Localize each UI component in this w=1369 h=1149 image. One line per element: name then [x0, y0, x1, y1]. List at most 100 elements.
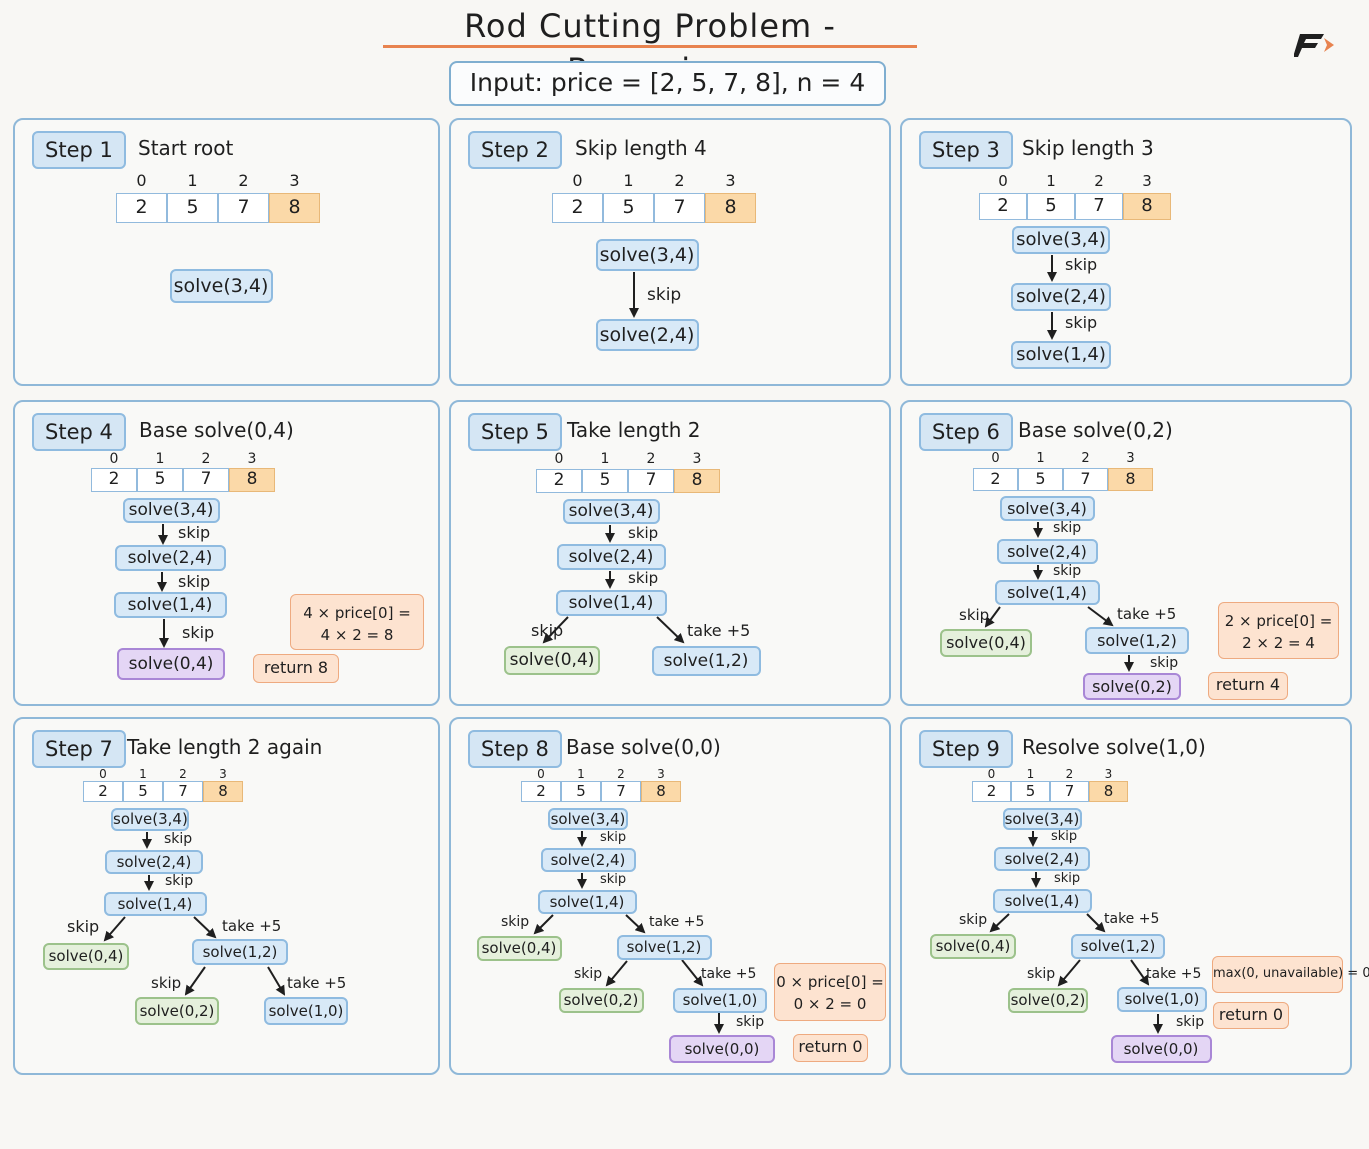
edge-label: take +5	[1104, 910, 1160, 927]
array-index: 1	[155, 451, 165, 467]
calc-note: 0 × price[0] =0 × 2 = 0	[774, 963, 886, 1021]
edge-label: skip	[628, 524, 659, 542]
step-badge: Step 8	[468, 730, 562, 768]
edge-label: take +5	[287, 974, 347, 992]
array-index: 1	[139, 767, 147, 781]
array-index: 3	[1126, 451, 1135, 466]
call-node: solve(0,4)	[43, 943, 129, 970]
edge-label: take +5	[1117, 605, 1177, 623]
calc-note-line: 4 × price[0] =	[303, 604, 411, 622]
call-node: solve(1,2)	[651, 646, 761, 676]
call-node: solve(1,2)	[1085, 627, 1189, 654]
edge-arrow	[103, 916, 126, 942]
step-badge: Step 3	[919, 131, 1013, 169]
edge-label: skip	[1053, 519, 1082, 536]
edge-arrow	[542, 616, 569, 644]
edge-label: skip	[600, 830, 627, 846]
array-cell: 2	[116, 193, 167, 223]
edge-label: skip	[1065, 255, 1098, 275]
edge-label: take +5	[222, 917, 282, 935]
edge-label: skip	[647, 284, 682, 305]
step-title: Skip length 4	[575, 136, 707, 160]
call-node: solve(2,4)	[114, 545, 226, 571]
array-cell: 7	[628, 469, 674, 493]
array-cell: 8	[203, 781, 243, 802]
step-title: Base solve(0,0)	[566, 735, 721, 759]
call-node: solve(1,0)	[264, 997, 348, 1025]
array-index: 3	[289, 171, 300, 190]
edge-label: skip	[67, 917, 100, 937]
array-cell: 8	[705, 193, 756, 223]
array-index: 0	[998, 172, 1008, 190]
edge-label: take +5	[701, 965, 757, 982]
edge-arrow	[625, 914, 646, 934]
edge-label: skip	[600, 872, 627, 888]
call-node: solve(2,4)	[595, 319, 699, 351]
array-index: 3	[657, 767, 665, 781]
calc-note-line: max(0, unavailable) = 0	[1213, 966, 1369, 981]
call-node: solve(3,4)	[1012, 226, 1110, 254]
call-node: solve(1,2)	[1071, 934, 1165, 959]
edge-layer	[984, 522, 1134, 672]
array-index: 1	[623, 171, 634, 190]
edge-label: skip	[1027, 965, 1056, 982]
array-cell: 8	[674, 469, 720, 493]
edge-label: take +5	[649, 913, 705, 930]
array-cell: 8	[1123, 193, 1171, 220]
array-cell: 7	[1063, 468, 1108, 491]
array-cell: 5	[1027, 193, 1075, 220]
call-node: solve(2,4)	[556, 544, 666, 570]
edge-label: skip	[736, 1013, 765, 1030]
array-cell: 2	[536, 469, 582, 493]
call-node: solve(2,4)	[1011, 283, 1111, 311]
array-index: 2	[617, 767, 625, 781]
step-badge: Step 2	[468, 131, 562, 169]
edge-arrow	[1057, 959, 1081, 987]
edge-label: skip	[1065, 313, 1098, 333]
call-node: solve(3,4)	[562, 499, 660, 524]
array-index: 3	[1142, 172, 1152, 190]
call-node: solve(1,4)	[537, 890, 637, 914]
array-cell: 8	[641, 781, 681, 802]
array-index: 3	[692, 451, 702, 467]
edge-label: skip	[574, 965, 603, 982]
array-index: 1	[577, 767, 585, 781]
array-cell: 7	[163, 781, 203, 802]
array-cell: 7	[183, 468, 229, 492]
edge-arrow	[184, 966, 206, 996]
edge-arrow	[267, 966, 286, 996]
call-node: solve(1,2)	[192, 939, 288, 965]
array-cell: 2	[972, 781, 1011, 802]
edge-layer	[533, 831, 724, 1034]
call-node: solve(0,4)	[504, 646, 600, 675]
call-node: solve(0,0)	[669, 1035, 775, 1063]
step-badge: Step 9	[919, 730, 1013, 768]
call-node: solve(1,4)	[1011, 341, 1111, 369]
edge-layer	[103, 832, 286, 996]
call-node: solve(1,4)	[555, 590, 667, 616]
array-index: 2	[179, 767, 187, 781]
array-cell: 7	[218, 193, 269, 223]
step-badge: Step 5	[468, 413, 562, 451]
array-index: 2	[1094, 172, 1104, 190]
edge-arrow	[1130, 959, 1150, 986]
calc-note: 4 × price[0] =4 × 2 = 8	[290, 594, 424, 650]
edge-label: skip	[959, 606, 990, 624]
call-node: solve(3,4)	[548, 808, 628, 830]
call-node: solve(3,4)	[999, 496, 1095, 521]
edge-label: skip	[182, 623, 215, 643]
edge-layer	[542, 525, 685, 644]
edge-arrow	[989, 913, 1010, 933]
call-node: solve(0,2)	[1008, 988, 1088, 1013]
return-value: return 0	[1213, 1002, 1289, 1029]
array-index: 2	[1081, 451, 1090, 466]
array-cell: 8	[1108, 468, 1153, 491]
edge-layer	[629, 272, 639, 318]
call-node: solve(0,0)	[1110, 1035, 1212, 1063]
page-title: Rod Cutting Problem - Recursion	[383, 4, 917, 89]
input-statement: Input: price = [2, 5, 7, 8], n = 4	[449, 61, 886, 106]
call-node: solve(1,4)	[103, 892, 207, 916]
